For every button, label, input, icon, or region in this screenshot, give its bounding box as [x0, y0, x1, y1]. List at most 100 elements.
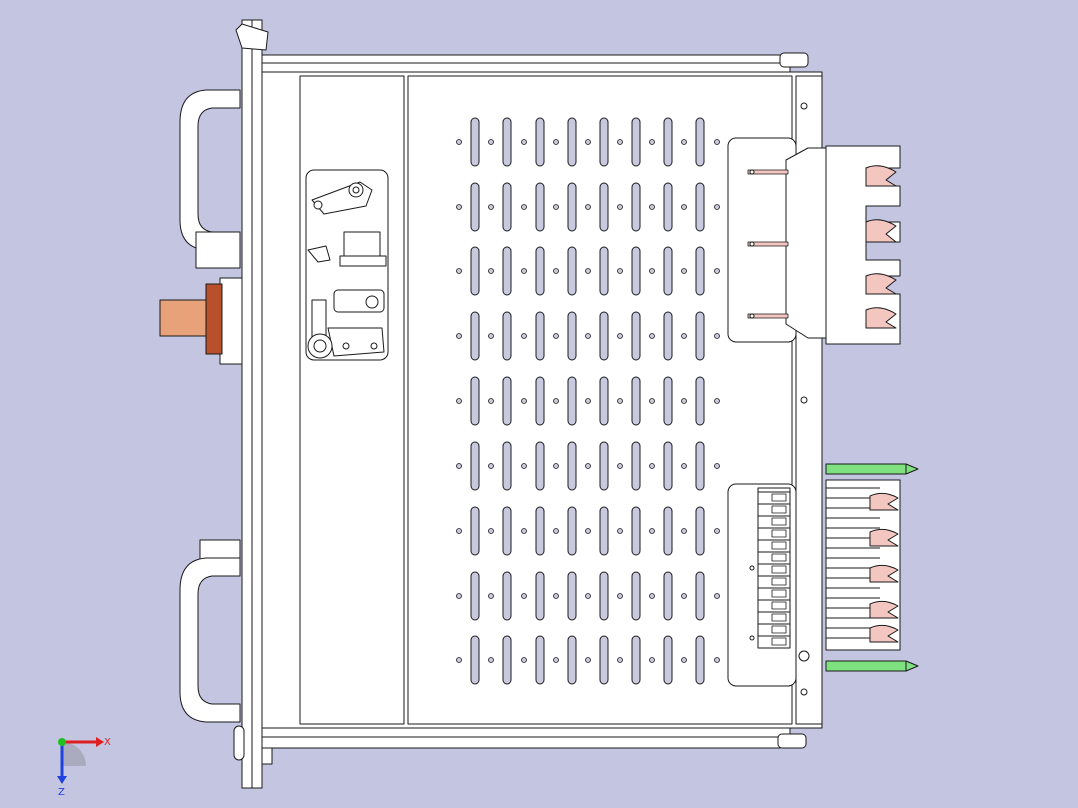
vent-hole: [649, 204, 655, 210]
vent-slot: [567, 117, 577, 167]
vent-slot: [470, 571, 480, 621]
latch-mechanism[interactable]: [305, 169, 389, 361]
vent-slot: [663, 117, 673, 167]
vent-hole: [488, 528, 494, 534]
vent-slot: [470, 311, 480, 361]
vent-hole: [521, 398, 527, 404]
vent-hole: [714, 593, 720, 599]
vent-slot: [663, 182, 673, 232]
vent-slot: [567, 311, 577, 361]
vent-hole: [617, 204, 623, 210]
vent-hole: [488, 268, 494, 274]
vent-hole: [521, 463, 527, 469]
vent-slot: [695, 441, 705, 491]
guide-pin-top[interactable]: [825, 463, 919, 475]
enclosure-assembly[interactable]: [159, 19, 919, 789]
top-rail: [261, 52, 809, 73]
top-handle[interactable]: [179, 89, 241, 269]
vent-slot: [567, 635, 577, 685]
upper-terminal-block[interactable]: [825, 145, 901, 345]
vent-hole: [649, 657, 655, 663]
bottom-rail: [261, 727, 807, 749]
vent-slot: [663, 441, 673, 491]
vent-slot: [599, 441, 609, 491]
vent-slot: [470, 117, 480, 167]
vent-hole: [553, 528, 559, 534]
vent-hole: [585, 139, 591, 145]
vent-slot: [631, 506, 641, 556]
vent-slot: [535, 182, 545, 232]
vent-slot: [631, 571, 641, 621]
connector-ribs: [758, 491, 790, 646]
vent-slot: [631, 117, 641, 167]
vent-slot: [502, 246, 512, 296]
vent-hole: [714, 268, 720, 274]
vent-hole: [521, 593, 527, 599]
vent-slot: [502, 441, 512, 491]
connector-cell: [771, 565, 787, 574]
lower-connector-bay[interactable]: [727, 483, 797, 687]
vent-hole: [617, 139, 623, 145]
vent-hole: [456, 528, 462, 534]
vent-slot: [631, 441, 641, 491]
vent-slot: [695, 376, 705, 426]
triad-x-label: X: [104, 737, 111, 748]
vent-slot: [663, 571, 673, 621]
vent-hole: [456, 139, 462, 145]
vent-hole: [649, 139, 655, 145]
vent-hole: [649, 333, 655, 339]
terminal-contact: [869, 600, 899, 619]
terminal-contact: [869, 624, 899, 643]
vent-hole: [617, 593, 623, 599]
vent-hole: [456, 333, 462, 339]
vent-slot: [535, 376, 545, 426]
vent-slot: [502, 376, 512, 426]
vent-hole: [553, 657, 559, 663]
vent-hole: [649, 593, 655, 599]
vent-hole: [553, 268, 559, 274]
vent-hole: [456, 204, 462, 210]
guide-pin-bottom[interactable]: [825, 660, 919, 672]
vent-hole: [521, 204, 527, 210]
connector-cell: [771, 493, 787, 502]
vent-slot: [567, 571, 577, 621]
vent-hole: [681, 204, 687, 210]
vent-slot: [695, 571, 705, 621]
vent-slot: [663, 311, 673, 361]
vent-slot: [535, 441, 545, 491]
bottom-handle[interactable]: [179, 539, 241, 723]
vent-hole: [521, 333, 527, 339]
vent-hole: [681, 657, 687, 663]
vent-slot: [567, 376, 577, 426]
upper-connector-bay[interactable]: [727, 137, 827, 343]
vent-hole: [456, 593, 462, 599]
vent-slot: [599, 311, 609, 361]
vent-slot: [470, 441, 480, 491]
triad-z-label: Z: [58, 787, 65, 798]
vent-slot: [567, 441, 577, 491]
vent-slot: [695, 117, 705, 167]
vent-slot: [631, 246, 641, 296]
vent-hole: [649, 528, 655, 534]
drive-shaft[interactable]: [159, 283, 223, 355]
vent-hole: [488, 593, 494, 599]
vent-hole: [714, 139, 720, 145]
vent-slot: [502, 311, 512, 361]
vent-slot: [599, 246, 609, 296]
coordinate-triad-icon: X Z: [57, 737, 111, 798]
vent-slot: [502, 506, 512, 556]
vent-hole: [488, 398, 494, 404]
lower-terminal-block[interactable]: [825, 479, 901, 651]
vent-hole: [488, 139, 494, 145]
vent-slot: [535, 635, 545, 685]
vent-slot: [663, 376, 673, 426]
vent-slot: [695, 246, 705, 296]
vent-slot: [470, 506, 480, 556]
connector-cell: [771, 601, 787, 610]
vent-slot: [599, 506, 609, 556]
vent-hole: [521, 528, 527, 534]
vent-hole: [649, 398, 655, 404]
vent-hole: [456, 398, 462, 404]
